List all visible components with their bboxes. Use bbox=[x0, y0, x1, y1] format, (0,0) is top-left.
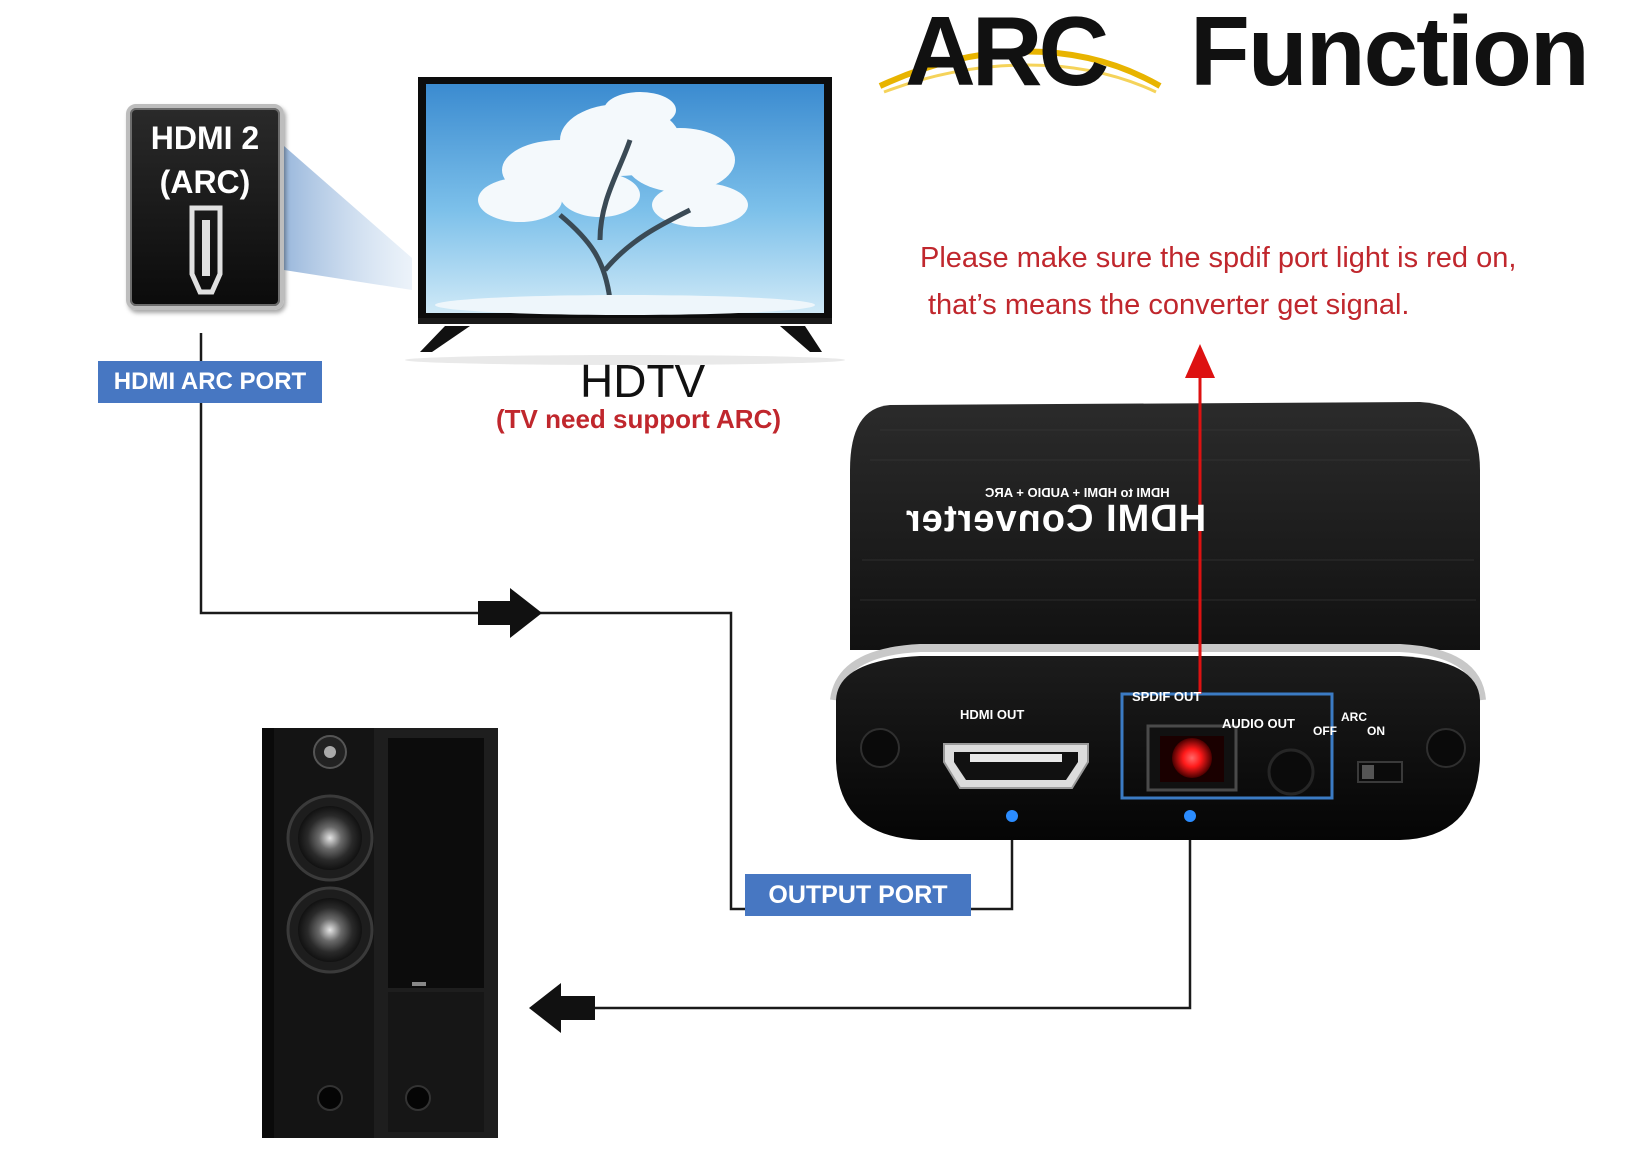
spdif-red-arrow bbox=[1185, 344, 1215, 694]
hdmi-arc-port-label: HDMI ARC PORT bbox=[98, 361, 322, 403]
badge-line-2: (ARC) bbox=[159, 164, 251, 200]
arc-off-label: OFF bbox=[1313, 724, 1337, 738]
hdtv-note: (TV need support ARC) bbox=[496, 404, 782, 434]
spdif-notice-line-2: that’s means the converter get signal. bbox=[928, 289, 1410, 321]
hdtv-label: HDTV bbox=[580, 355, 706, 407]
title-swoosh bbox=[878, 48, 1162, 94]
hdmi-out-port-label: HDMI OUT bbox=[960, 707, 1025, 722]
tower-speakers bbox=[262, 728, 498, 1138]
title-function: Function bbox=[1190, 0, 1590, 106]
converter-title: HDMI Converter bbox=[905, 498, 1207, 540]
badge-beam bbox=[284, 146, 412, 290]
hdmi-converter-box bbox=[830, 402, 1486, 840]
arrow-left bbox=[529, 983, 595, 1033]
output-port-label: OUTPUT PORT bbox=[745, 874, 971, 916]
badge-line-1: HDMI 2 bbox=[150, 120, 260, 156]
arc-on-label: ON bbox=[1367, 724, 1385, 738]
audio-out-port-label: AUDIO OUT bbox=[1222, 716, 1295, 731]
tv-hdmi-arc-badge: HDMI 2 (ARC) bbox=[126, 104, 284, 310]
arc-switch-label: ARC bbox=[1341, 710, 1367, 724]
line-converter-spdif bbox=[560, 820, 1192, 1010]
line-tv-to-converter bbox=[199, 333, 745, 911]
connection-lines bbox=[199, 333, 1192, 1010]
arrow-right bbox=[478, 588, 542, 638]
spdif-notice-line-1: Please make sure the spdif port light is… bbox=[920, 242, 1517, 274]
hdtv-illustration bbox=[405, 77, 845, 365]
hdmi-port-icon bbox=[189, 205, 223, 295]
title-arc: ARC bbox=[905, 0, 1109, 106]
spdif-out-port-label: SPDIF OUT bbox=[1132, 689, 1202, 704]
line-converter-hdmi-out bbox=[971, 820, 1014, 911]
